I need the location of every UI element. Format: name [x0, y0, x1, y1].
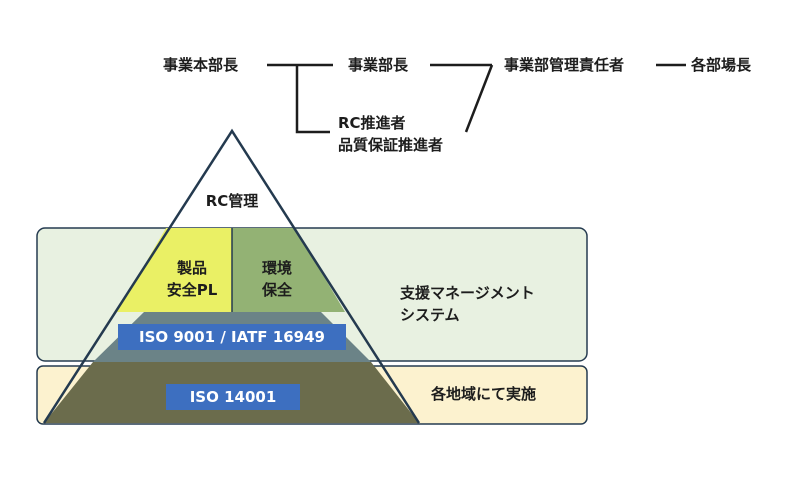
qa-promoter-label: 品質保証推進者	[338, 136, 444, 154]
support-system-line1: 支援マネージメント	[400, 284, 535, 302]
org-connectors	[267, 63, 686, 134]
head-label: 事業本部長	[163, 56, 239, 74]
rc-promoter-label: RC推進者	[338, 114, 406, 132]
manager-label: 事業部管理責任者	[504, 56, 625, 74]
support-system-line2: システム	[400, 306, 460, 324]
product-safety-line1: 製品	[176, 259, 207, 277]
dept-heads-label: 各部場長	[691, 56, 752, 74]
product-safety-line2: 安全PL	[166, 281, 218, 299]
division-head-label: 事業部長	[348, 56, 409, 74]
product-safety-cell	[117, 228, 232, 312]
pyramid-outline	[42, 128, 421, 424]
environment-line1: 環境	[261, 259, 292, 277]
rc-management-label: RC管理	[205, 192, 259, 210]
environment-line2: 保全	[261, 281, 292, 299]
environment-cell	[232, 228, 345, 312]
regional-label: 各地域にて実施	[431, 385, 537, 403]
iso-quality-badge: ISO 9001 / IATF 16949	[118, 324, 346, 350]
iso-env-badge: ISO 14001	[166, 384, 300, 410]
